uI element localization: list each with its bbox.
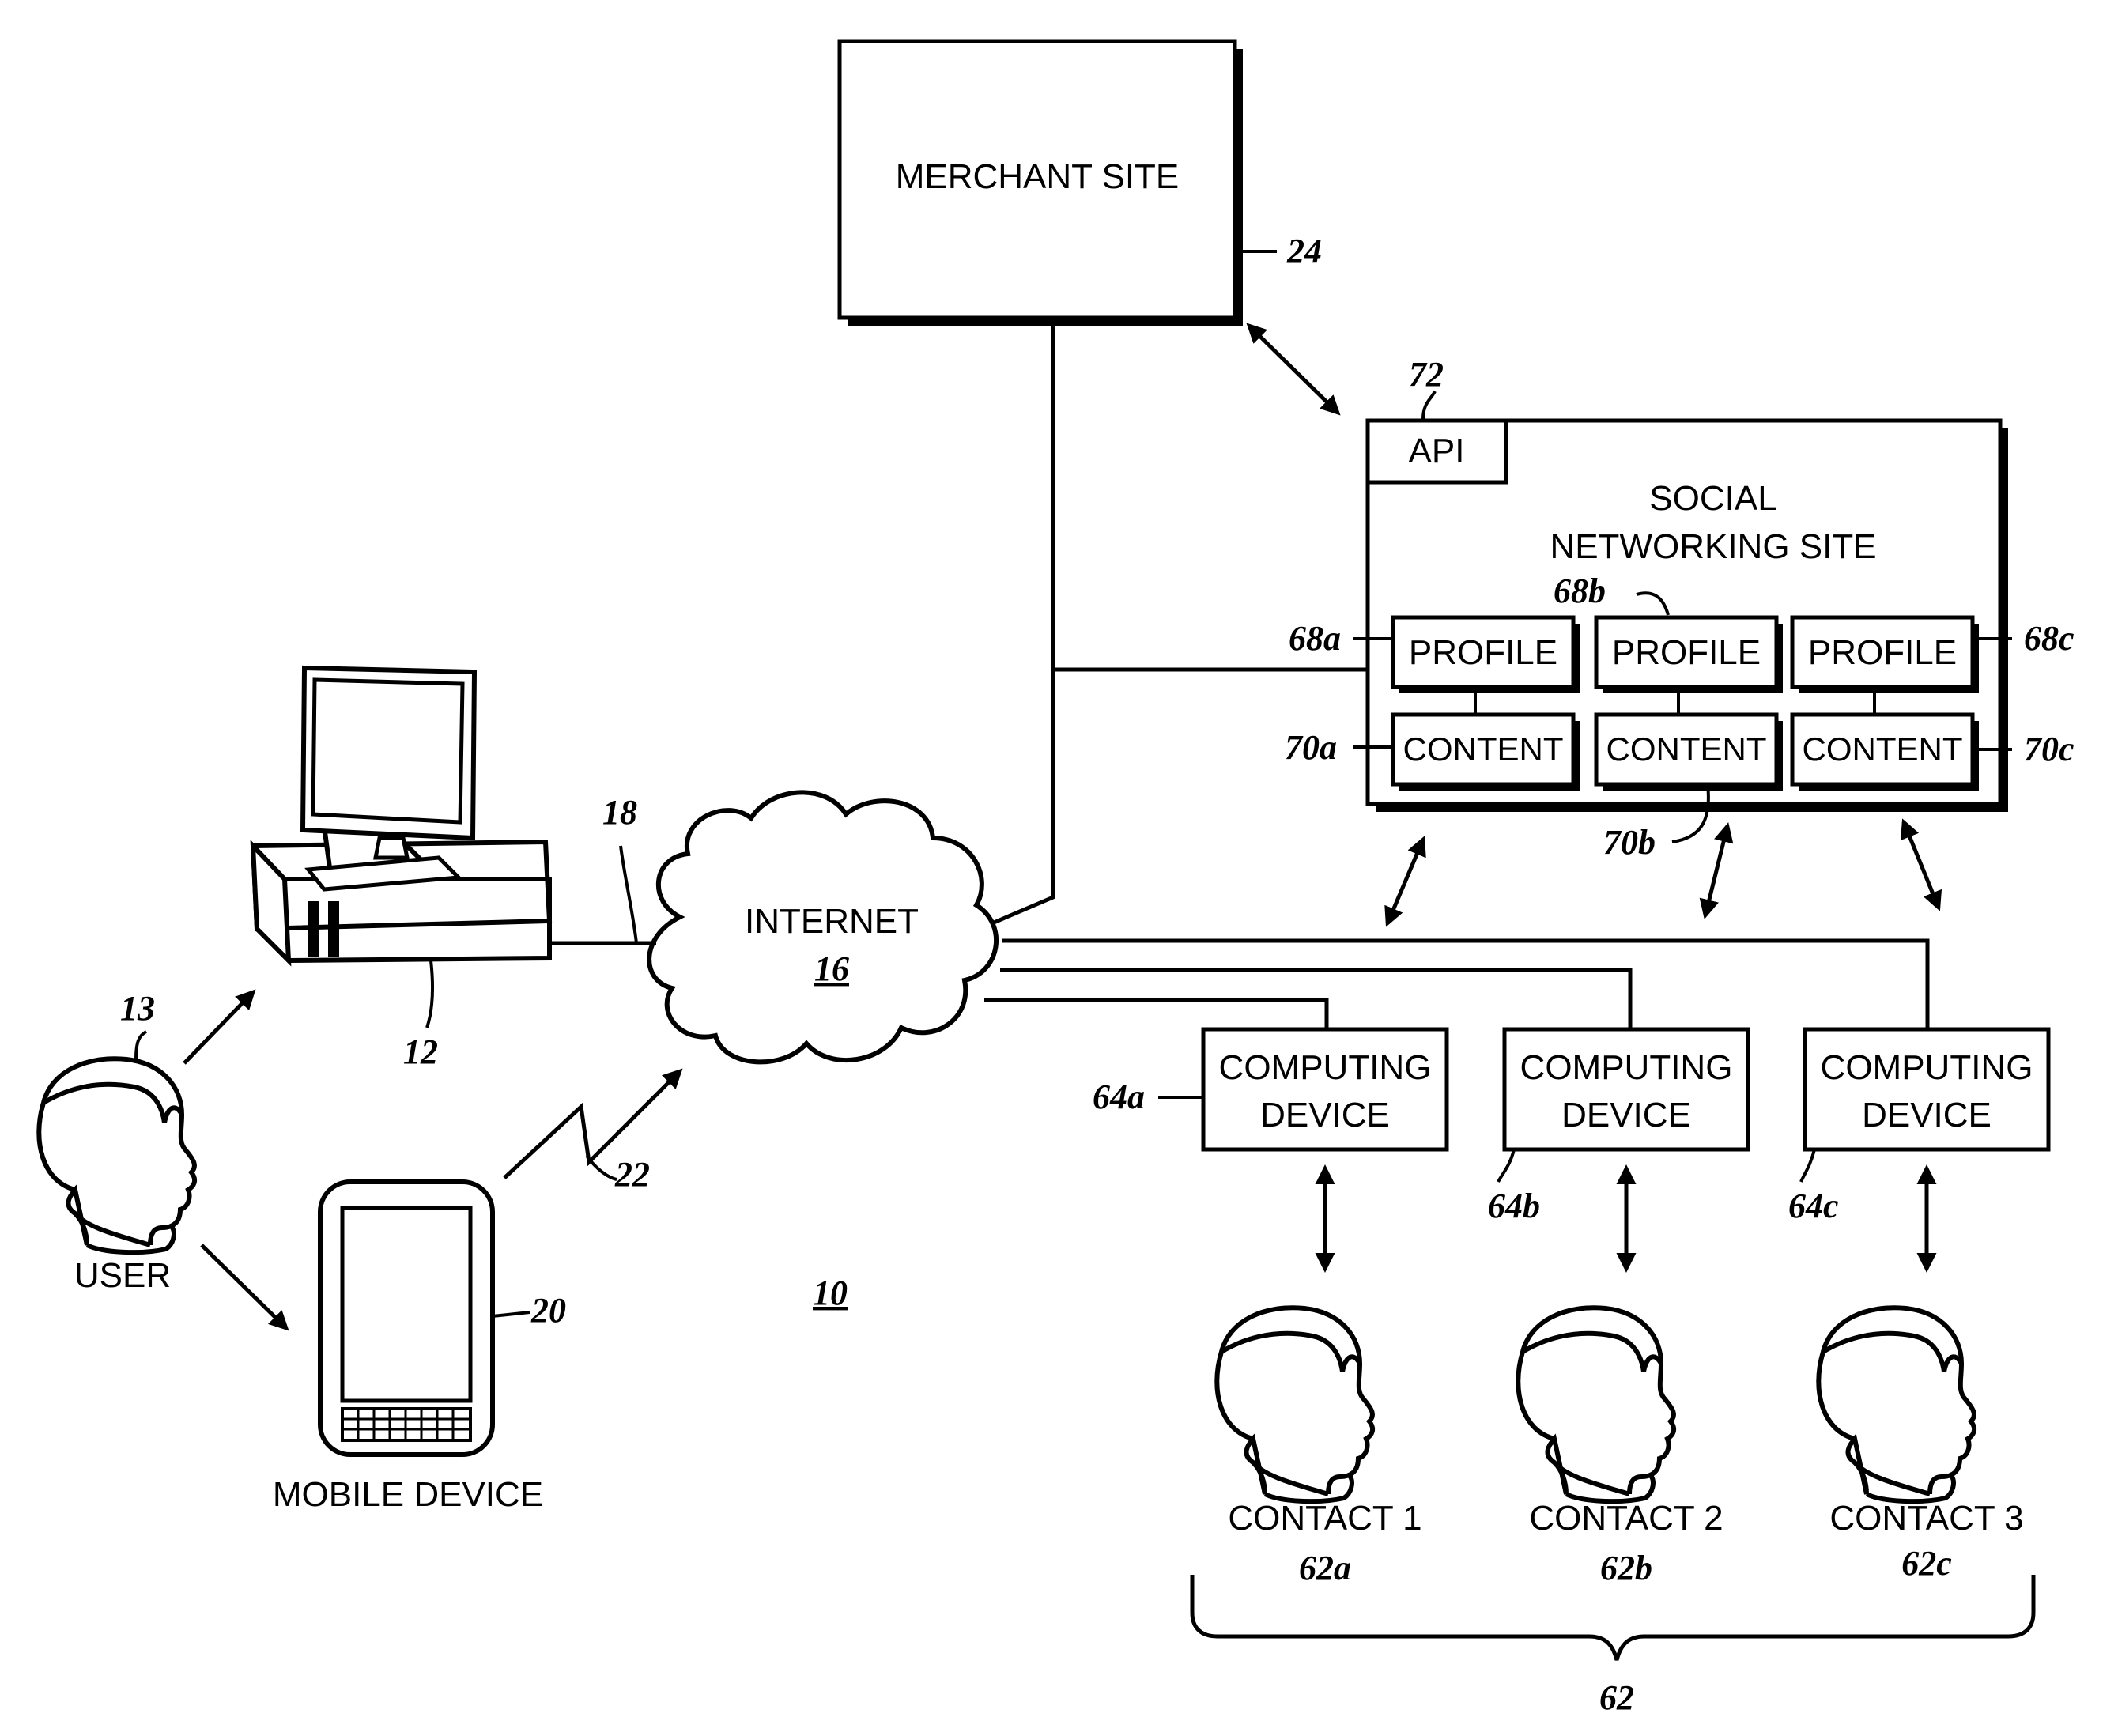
computer-ref: 12 — [403, 1032, 438, 1071]
content-box-a: CONTENT — [1393, 715, 1580, 791]
computer-link-ref: 18 — [602, 793, 637, 832]
api-ref: 72 — [1409, 355, 1444, 394]
merchant-site-box: MERCHANT SITE — [840, 41, 1243, 326]
profile-ref-a: 68a — [1289, 619, 1341, 658]
svg-text:PROFILE: PROFILE — [1409, 633, 1557, 672]
user-person-icon — [39, 1059, 194, 1252]
social-title-line2: NETWORKING SITE — [1550, 527, 1876, 566]
desktop-computer — [253, 668, 549, 960]
contacts-brace — [1192, 1575, 2033, 1660]
svg-text:COMPUTING: COMPUTING — [1219, 1048, 1432, 1087]
svg-text:PROFILE: PROFILE — [1612, 633, 1761, 672]
mobile-link-ref: 22 — [614, 1155, 650, 1194]
content-ref-b: 70b — [1603, 823, 1656, 862]
profile-ref-c: 68c — [2024, 619, 2075, 658]
content-box-b: CONTENT — [1596, 715, 1783, 791]
svg-text:DEVICE: DEVICE — [1862, 1096, 1992, 1134]
internet-ref: 16 — [814, 949, 849, 988]
mobile-device — [320, 1182, 493, 1455]
profile-box-c: PROFILE — [1792, 617, 1979, 693]
contacts-group-ref: 62 — [1599, 1678, 1634, 1717]
mobile-ref: 20 — [530, 1291, 566, 1330]
user-mobile-arrow — [202, 1245, 286, 1328]
content-ref-c: 70c — [2024, 730, 2075, 768]
mobile-label: MOBILE DEVICE — [273, 1475, 543, 1514]
profile-ref-b: 68b — [1554, 572, 1606, 610]
svg-text:COMPUTING: COMPUTING — [1821, 1048, 2033, 1087]
system-ref: 10 — [813, 1274, 848, 1312]
contact-ref-1: 62a — [1299, 1549, 1351, 1587]
internet-cloud: INTERNET 16 — [649, 792, 996, 1062]
svg-text:PROFILE: PROFILE — [1808, 633, 1957, 672]
user-label: USER — [74, 1256, 171, 1295]
svg-text:CONTENT: CONTENT — [1403, 730, 1564, 768]
contact-person-icon-2 — [1518, 1308, 1674, 1501]
svg-text:DEVICE: DEVICE — [1561, 1096, 1691, 1134]
contact-ref-2: 62b — [1600, 1549, 1652, 1587]
profile-box-a: PROFILE — [1393, 617, 1580, 693]
contact-label-1: CONTACT 1 — [1228, 1499, 1421, 1538]
svg-text:CONTENT: CONTENT — [1606, 730, 1767, 768]
api-label: API — [1409, 432, 1465, 470]
computing-device-b: COMPUTING DEVICE — [1504, 1029, 1748, 1149]
svg-text:COMPUTING: COMPUTING — [1520, 1048, 1733, 1087]
merchant-site-label: MERCHANT SITE — [896, 157, 1180, 196]
merchant-ref: 24 — [1286, 232, 1322, 270]
contact-person-icon-1 — [1217, 1308, 1372, 1501]
merchant-api-arrow — [1249, 326, 1338, 413]
contact-label-3: CONTACT 3 — [1829, 1499, 2023, 1538]
social-title-line1: SOCIAL — [1649, 479, 1776, 518]
computing-device-c: COMPUTING DEVICE — [1805, 1029, 2048, 1149]
device-ref-a: 64a — [1093, 1077, 1145, 1116]
contact-ref-3: 62c — [1901, 1544, 1952, 1583]
internet-label: INTERNET — [745, 902, 919, 941]
svg-text:CONTENT: CONTENT — [1803, 730, 1963, 768]
contact-person-icon-3 — [1818, 1308, 1974, 1501]
device-ref-b: 64b — [1488, 1187, 1540, 1225]
content-box-c: CONTENT — [1792, 715, 1979, 791]
computing-device-a: COMPUTING DEVICE — [1203, 1029, 1447, 1149]
svg-text:DEVICE: DEVICE — [1260, 1096, 1390, 1134]
user-computer-arrow — [184, 992, 253, 1063]
profile-box-b: PROFILE — [1596, 617, 1783, 693]
contact-label-2: CONTACT 2 — [1529, 1499, 1723, 1538]
content-ref-a: 70a — [1285, 728, 1337, 767]
user-ref: 13 — [120, 989, 155, 1028]
device-ref-c: 64c — [1788, 1187, 1839, 1225]
